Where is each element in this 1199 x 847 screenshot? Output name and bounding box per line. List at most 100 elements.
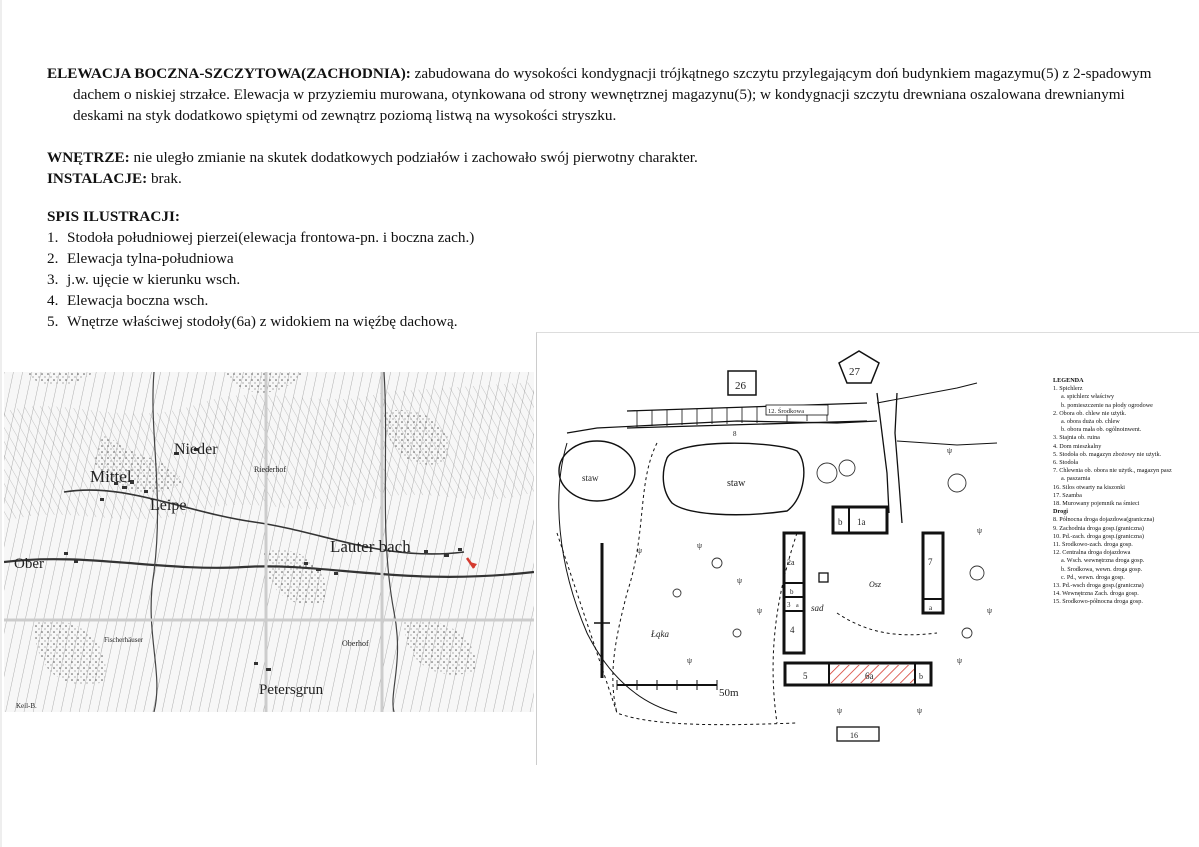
- legend-item: 3. Stajnia ob. ruina: [1053, 434, 1100, 442]
- map-label-fischerhauser: Fischerhäuser: [104, 636, 144, 644]
- map-label-nieder: Nieder: [174, 441, 218, 458]
- illustration-item: 2.Elewacja tylna-południowa: [47, 250, 234, 267]
- building-6a-hatched: [829, 665, 915, 683]
- svg-text:ψ: ψ: [917, 706, 922, 715]
- building-7: [921, 531, 945, 615]
- illustration-item: 3.j.w. ujęcie w kierunku wsch.: [47, 271, 241, 288]
- map-label-ober: Ober: [14, 556, 44, 572]
- legend-item: 8. Północna droga dojazdowa(graniczna): [1053, 516, 1155, 524]
- building-5-6: [783, 661, 933, 687]
- map-label-mittel: Mittel: [90, 467, 132, 486]
- legend-item: a. paszarnia: [1061, 475, 1091, 483]
- interior-heading: WNĘTRZE:: [47, 149, 130, 166]
- svg-text:ψ: ψ: [957, 656, 962, 665]
- legend-item: 2. Obora ob. chlew nie użytk.: [1053, 409, 1127, 417]
- illustration-item: 1.Stodoła południowej pierzei(elewacja f…: [47, 229, 475, 246]
- svg-text:a: a: [796, 603, 799, 609]
- legend-item: 13. Pd.-wsch droga gosp.(graniczna): [1053, 582, 1144, 590]
- interior-paragraph: WNĘTRZE: nie uległo zmianie na skutek do…: [47, 147, 1157, 189]
- map-label-riederhof: Riederhof: [254, 465, 286, 474]
- osz-label: Osz: [869, 580, 882, 589]
- map-label-keil: Keil-B.: [16, 702, 37, 710]
- svg-text:ψ: ψ: [757, 606, 762, 615]
- legend-title: LEGENDA: [1053, 377, 1084, 384]
- legend-item: 7. Chlewnia ob. obora nie użytk., magazy…: [1053, 467, 1172, 475]
- map-label-leipe: Leipe: [150, 497, 186, 514]
- installations-heading: INSTALACJE:: [47, 170, 148, 187]
- map-label-oberhof: Oberhof: [342, 639, 369, 648]
- legend-item: 6. Stodoła: [1053, 459, 1079, 467]
- illustrations-heading: SPIS ILUSTRACJI:: [47, 208, 180, 225]
- svg-text:4: 4: [790, 625, 795, 635]
- svg-text:7: 7: [928, 557, 933, 567]
- legend-item: 18. Murowany pojemnik na śmieci: [1053, 500, 1140, 508]
- svg-text:b: b: [838, 517, 843, 527]
- svg-text:2a: 2a: [787, 558, 795, 567]
- svg-text:ψ: ψ: [697, 541, 702, 550]
- legend-item: a. obora duża ob. chlew: [1061, 418, 1120, 426]
- svg-text:ψ: ψ: [977, 526, 982, 535]
- svg-text:3: 3: [787, 601, 791, 609]
- legend-item: 9. Zachodnia droga gosp.(graniczna): [1053, 524, 1144, 532]
- legend-item: b. pomieszczenie na płody ogrodowe: [1061, 401, 1153, 409]
- illustration-item: 5.Wnętrze właściwej stodoły(6a) z widoki…: [47, 313, 458, 330]
- svg-text:ψ: ψ: [737, 576, 742, 585]
- road-label: 12. Środkowa: [768, 407, 804, 415]
- pond-left-label: staw: [582, 473, 599, 483]
- svg-text:b: b: [790, 588, 794, 596]
- sad-label: sad: [811, 603, 824, 613]
- legend-item: a. Wsch. wewnętrzna droga gosp.: [1061, 557, 1145, 565]
- topographic-map-svg: Mittel Nieder Leipe Ober Lauter bach Pet…: [4, 372, 534, 712]
- svg-text:ψ: ψ: [947, 446, 952, 455]
- north-marker-27: 27: [838, 350, 880, 384]
- legend-item: 16. Silos otwarty na kiszonki: [1053, 483, 1126, 491]
- svg-text:27: 27: [849, 366, 861, 378]
- site-plan: 26 27 12. Środkowa 8 staw staw: [536, 332, 1199, 765]
- building-1: [831, 505, 889, 535]
- svg-text:ψ: ψ: [837, 706, 842, 715]
- legend-item: 11. Środkowo-zach. droga gosp.: [1053, 541, 1133, 549]
- svg-text:16: 16: [850, 731, 858, 740]
- road-number-8: 8: [733, 430, 737, 438]
- legend-item: Drogi: [1053, 508, 1069, 516]
- legend-item: b. Środkowa, wewn. droga gosp.: [1061, 565, 1143, 573]
- svg-text:5: 5: [803, 671, 808, 681]
- svg-text:6a: 6a: [865, 671, 874, 681]
- laka-label: Łąka: [650, 629, 670, 639]
- north-marker-26: 26: [727, 370, 757, 396]
- site-plan-svg: 26 27 12. Środkowa 8 staw staw: [556, 350, 998, 742]
- topographic-map: Mittel Nieder Leipe Ober Lauter bach Pet…: [4, 372, 534, 712]
- illustrations-list: 1.Stodoła południowej pierzei(elewacja f…: [47, 227, 474, 332]
- svg-text:1a: 1a: [857, 517, 866, 527]
- legend-item: 14. Wewnętrzna Zach. droga gosp.: [1053, 590, 1139, 598]
- elevation-heading: ELEWACJA BOCZNA-SZCZYTOWA(ZACHODNIA):: [47, 65, 411, 82]
- svg-text:ψ: ψ: [687, 656, 692, 665]
- legend-item: 17. Szamba: [1053, 491, 1082, 499]
- legend-item: a. spichlerz właściwy: [1061, 393, 1115, 401]
- small-structure: [818, 572, 829, 583]
- legend-item: 15. Środkowo-północna droga gosp.: [1053, 598, 1143, 606]
- scan-edge: [0, 0, 2, 847]
- svg-text:ψ: ψ: [637, 546, 642, 555]
- legend-item: 1. Spichlerz: [1053, 385, 1083, 393]
- legend-item: c. Pd., wewn. droga gosp.: [1061, 573, 1125, 581]
- map-label-petersgrun: Petersgrun: [259, 682, 324, 698]
- silo-16: [836, 726, 880, 742]
- svg-text:ψ: ψ: [987, 606, 992, 615]
- interior-text: nie uległo zmianie na skutek dodatkowych…: [129, 149, 698, 166]
- installations-text: brak.: [147, 170, 182, 187]
- legend-item: 5. Stodoła ob. magazyn zbożowy nie użytk…: [1053, 450, 1162, 458]
- svg-text:b: b: [919, 672, 923, 681]
- scale-label: 50m: [719, 687, 739, 699]
- illustration-item: 4.Elewacja boczna wsch.: [47, 292, 209, 309]
- pond-main: [662, 442, 805, 516]
- elevation-text: zabudowana do wysokości kondygnacji trój…: [73, 65, 1152, 124]
- legend-item: 4. Dom mieszkalny: [1053, 442, 1102, 450]
- legend-item: 10. Pd.-zach. droga gosp.(graniczna): [1053, 532, 1144, 540]
- building-2-3-4: [782, 531, 806, 655]
- svg-text:26: 26: [735, 380, 747, 392]
- pond-main-label: staw: [727, 478, 746, 489]
- svg-text:a: a: [929, 604, 933, 612]
